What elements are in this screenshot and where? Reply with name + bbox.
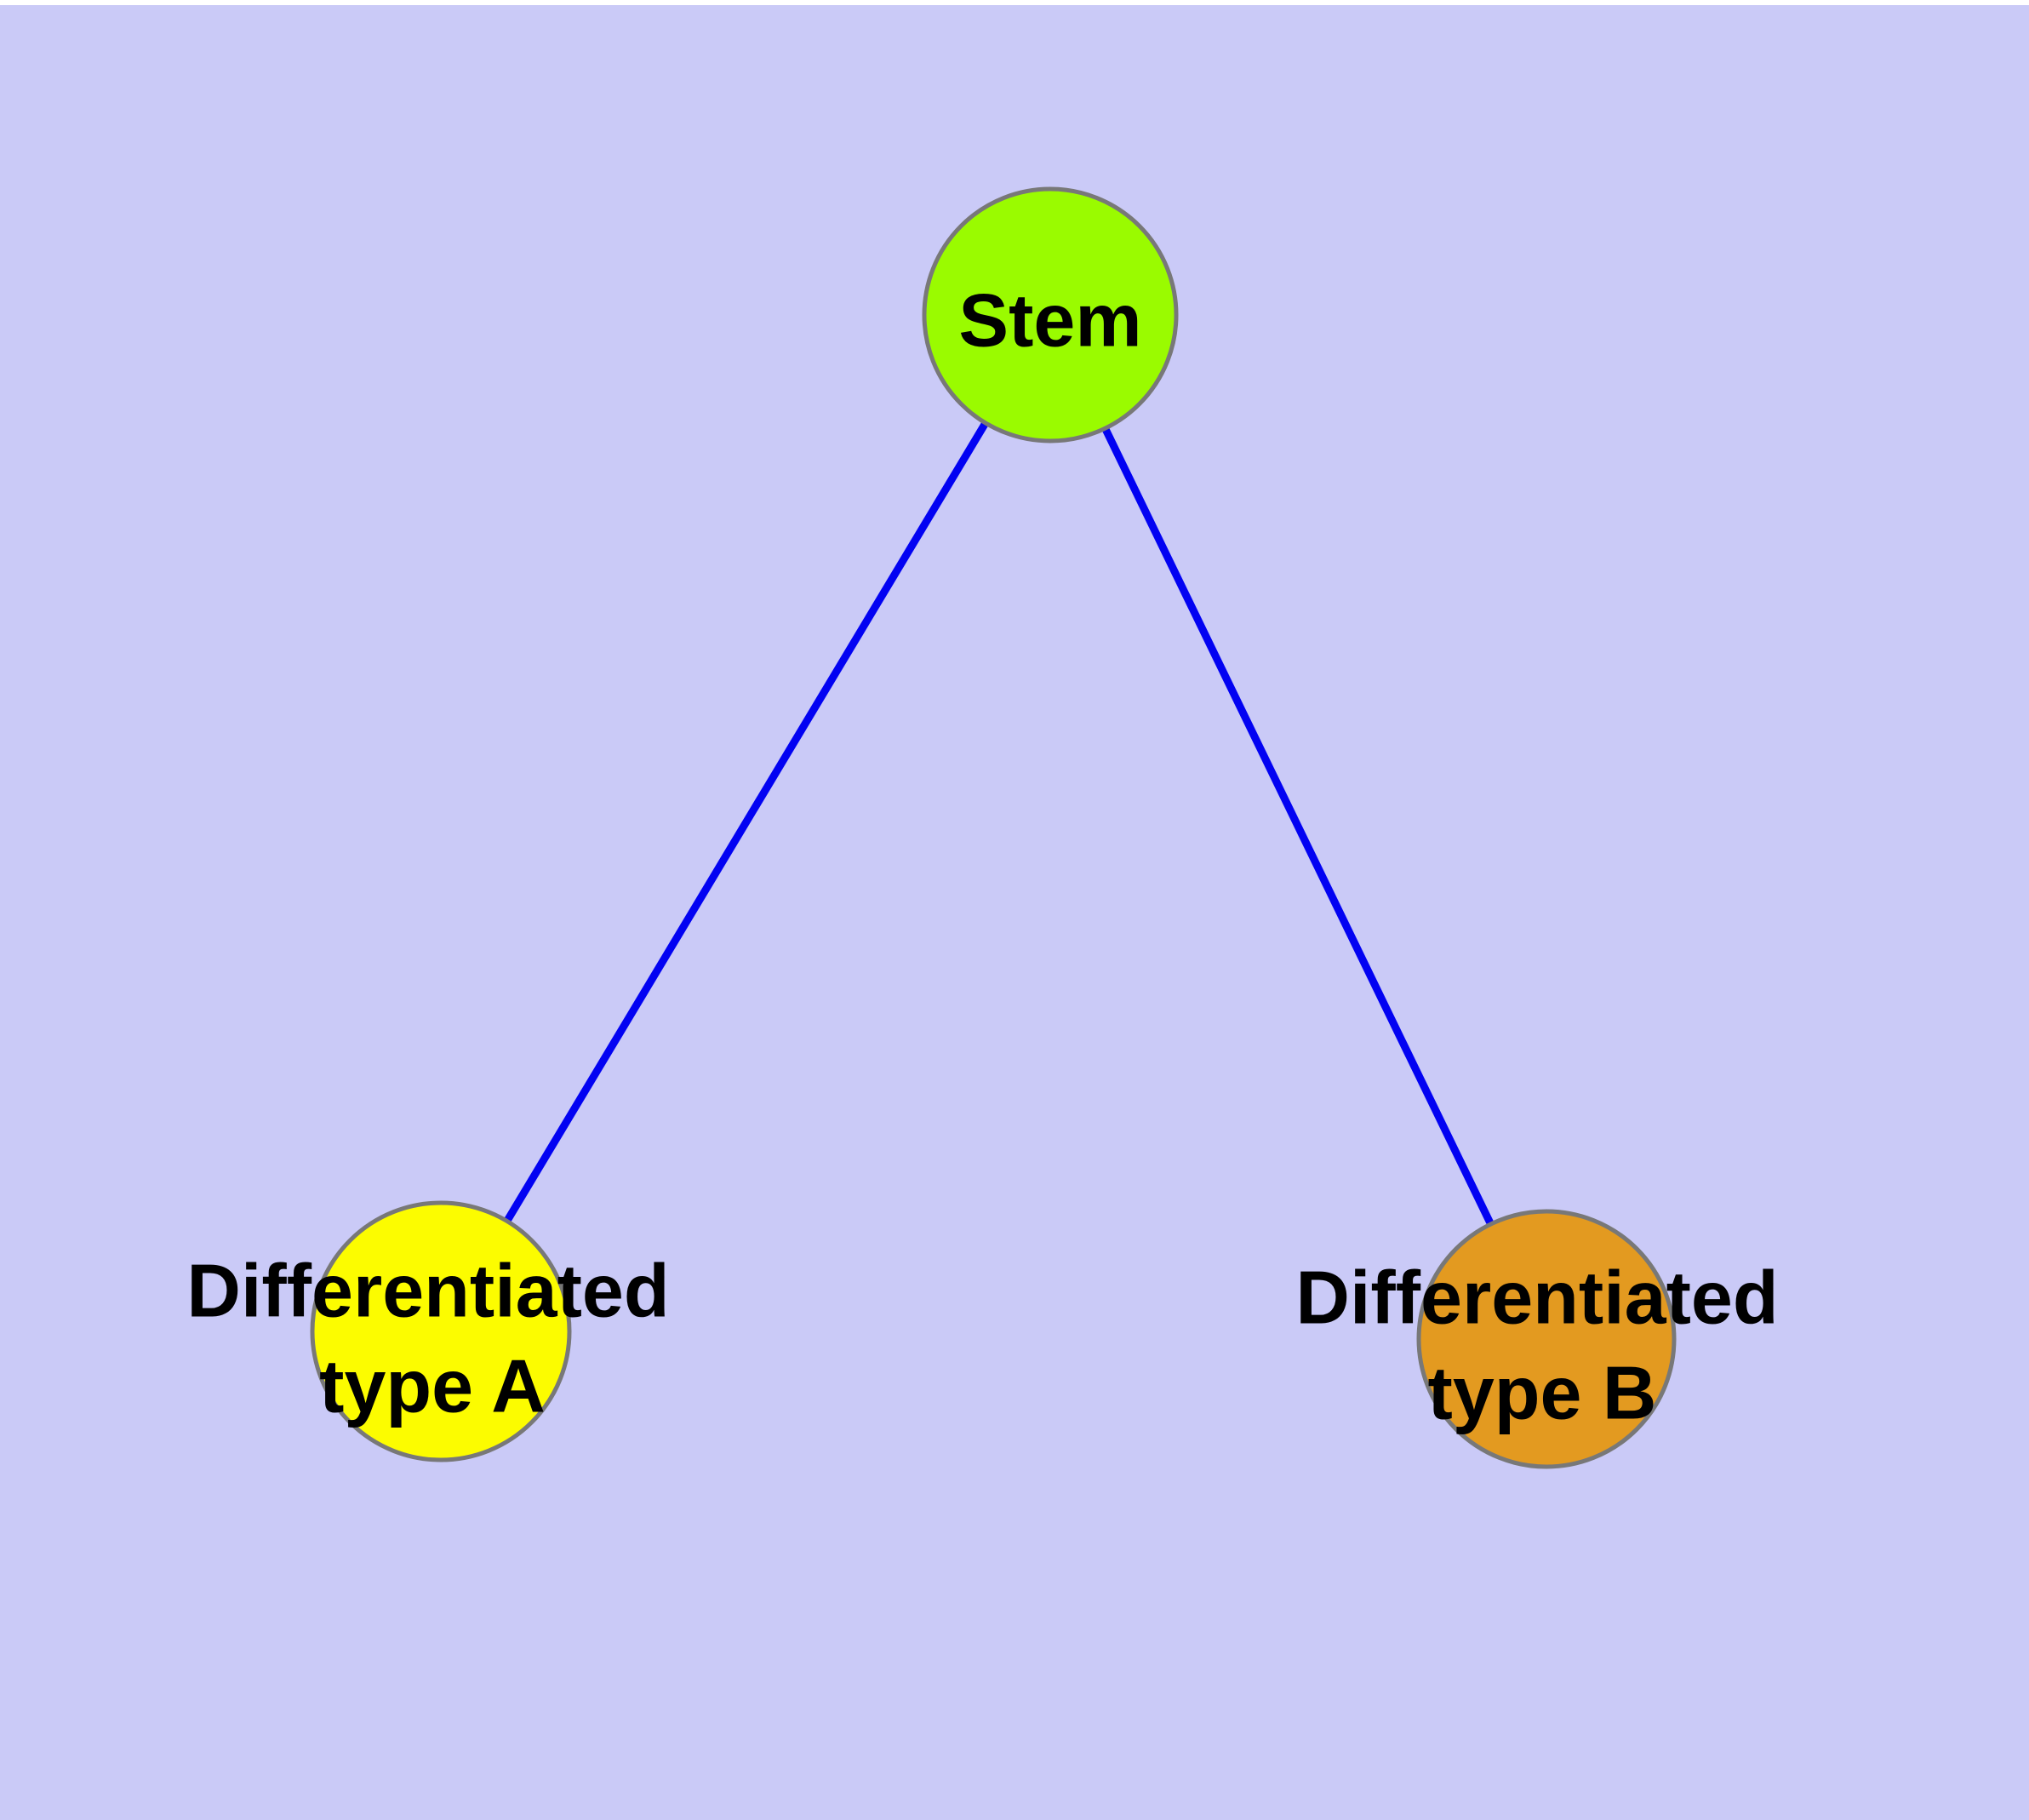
- edge-stem-to-type-b: [1046, 313, 1551, 1341]
- node-stem-label: Stem: [958, 278, 1141, 363]
- node-type-b-label-line1: Differentiated: [1295, 1256, 1778, 1340]
- node-type-b: [1416, 1209, 1677, 1469]
- node-type-b-label-line2: type B: [1428, 1351, 1657, 1435]
- node-type-a-label-line2: type A: [319, 1344, 546, 1428]
- node-stem: [922, 186, 1179, 444]
- node-type-a-label-line1: Differentiated: [186, 1249, 669, 1333]
- node-type-a: [310, 1200, 572, 1462]
- edge-stem-to-type-a: [437, 312, 1054, 1334]
